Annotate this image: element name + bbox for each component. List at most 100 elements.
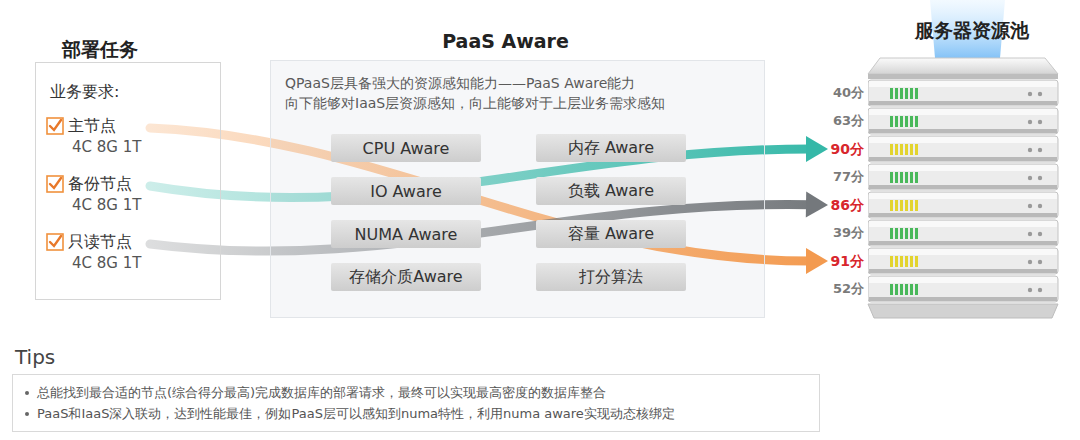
aware-tag: 打分算法 <box>536 263 686 291</box>
checkbox-frame <box>47 118 63 134</box>
server-slab <box>868 191 1060 219</box>
node-title: 备份节点 <box>68 173 144 195</box>
arrow-head <box>806 192 828 218</box>
server-unit: 39分 <box>830 219 1065 247</box>
server-slab <box>868 79 1060 107</box>
aware-tag: 内存 Aware <box>536 134 686 162</box>
status-dot <box>1038 232 1042 236</box>
tip-text: 总能找到最合适的节点(综合得分最高)完成数据库的部署请求，最终可以实现最高密度的… <box>37 383 606 403</box>
led-bar <box>900 144 903 155</box>
slab-bottom <box>869 185 1057 189</box>
node-spec: 4C 8G 1T <box>72 195 144 215</box>
led-bar <box>895 172 898 183</box>
status-dot <box>1028 176 1032 180</box>
led-bar <box>905 228 908 239</box>
led-bar <box>915 116 918 127</box>
led-bar <box>905 200 908 211</box>
flow-line <box>150 128 810 261</box>
server-unit: 90分 <box>830 135 1065 163</box>
led-bar <box>900 88 903 99</box>
checkbox-frame <box>47 234 63 250</box>
node-spec: 4C 8G 1T <box>72 137 144 157</box>
server-unit: 52分 <box>830 275 1065 303</box>
led-bar <box>890 88 893 99</box>
slab-bottom <box>869 129 1057 133</box>
led-bar <box>890 228 893 239</box>
checkbox-icon <box>46 117 64 135</box>
node-spec: 4C 8G 1T <box>72 253 144 273</box>
slab-bottom <box>869 213 1057 217</box>
slab-body <box>868 80 1058 106</box>
led-bar <box>895 284 898 295</box>
server-slab <box>868 135 1060 163</box>
server-unit: 63分 <box>830 107 1065 135</box>
server-slab <box>868 107 1060 135</box>
slab-top <box>869 221 1057 227</box>
status-dot <box>1028 288 1032 292</box>
status-dot <box>1028 232 1032 236</box>
slab-body <box>868 136 1058 162</box>
aware-panel: PaaS AwareQPaaS层具备强大的资源感知能力——PaaS Aware能… <box>270 60 765 318</box>
flow-line <box>150 204 810 251</box>
stack-top-plate <box>868 58 1058 74</box>
led-bar <box>895 116 898 127</box>
led-bar <box>900 284 903 295</box>
checkbox-icon <box>46 175 64 193</box>
slab-top <box>869 249 1057 255</box>
led-bar <box>905 88 908 99</box>
slab-top <box>869 109 1057 115</box>
status-dot <box>1028 120 1032 124</box>
tag-label: IO Aware <box>370 182 442 201</box>
server-unit: 91分 <box>830 247 1065 275</box>
status-dot <box>1028 204 1032 208</box>
node-requirement: 只读节点4C 8G 1T <box>46 231 144 273</box>
score-label: 63分 <box>830 107 864 135</box>
led-bar <box>890 172 893 183</box>
led-bar <box>910 256 913 267</box>
arrow-head <box>806 136 828 162</box>
led-bar <box>915 172 918 183</box>
checkbox-icon <box>46 233 64 251</box>
tag-label: 内存 Aware <box>568 138 654 159</box>
aware-tag: 容量 Aware <box>536 220 686 248</box>
status-dot <box>1038 204 1042 208</box>
panel-ground <box>271 61 764 317</box>
led-bar <box>905 144 908 155</box>
score-label: 52分 <box>830 275 864 303</box>
led-bar <box>900 256 903 267</box>
slab-bottom <box>869 157 1057 161</box>
section-heading: 服务器资源池 <box>915 18 1070 42</box>
slab-top <box>869 81 1057 87</box>
status-dot <box>1028 260 1032 264</box>
flow-arrow <box>150 192 828 252</box>
led-bar <box>915 144 918 155</box>
tag-label: NUMA Aware <box>355 225 458 244</box>
node-title: 主节点 <box>68 115 144 137</box>
led-bar <box>910 88 913 99</box>
status-dot <box>1038 92 1042 96</box>
slab-bottom <box>869 297 1057 301</box>
led-bar <box>915 200 918 211</box>
checkbox-frame <box>47 176 63 192</box>
tips-box: Tips总能找到最合适的节点(综合得分最高)完成数据库的部署请求，最终可以实现最… <box>12 374 820 432</box>
aware-tag: 存储介质Aware <box>331 263 481 291</box>
led-bar <box>910 116 913 127</box>
tip-row: PaaS和IaaS深入联动，达到性能最佳，例如PaaS层可以感知到numa特性，… <box>23 403 809 424</box>
tag-label: 负载 Aware <box>568 181 654 202</box>
aware-tag: IO Aware <box>331 177 481 205</box>
status-dot <box>1038 260 1042 264</box>
led-bar <box>915 88 918 99</box>
status-dot <box>1028 92 1032 96</box>
node-requirement: 备份节点4C 8G 1T <box>46 173 144 215</box>
led-bar <box>900 172 903 183</box>
score-label: 77分 <box>830 163 864 191</box>
slab-body <box>868 276 1058 302</box>
server-slab <box>868 275 1060 303</box>
server-unit: 86分 <box>830 191 1065 219</box>
tag-label: 存储介质Aware <box>349 267 462 288</box>
led-bar <box>905 116 908 127</box>
led-bar <box>915 228 918 239</box>
panel-description: 向下能够对IaaS层资源感知，向上能够对于上层业务需求感知 <box>285 93 750 113</box>
led-bar <box>890 284 893 295</box>
score-label: 40分 <box>830 79 864 107</box>
